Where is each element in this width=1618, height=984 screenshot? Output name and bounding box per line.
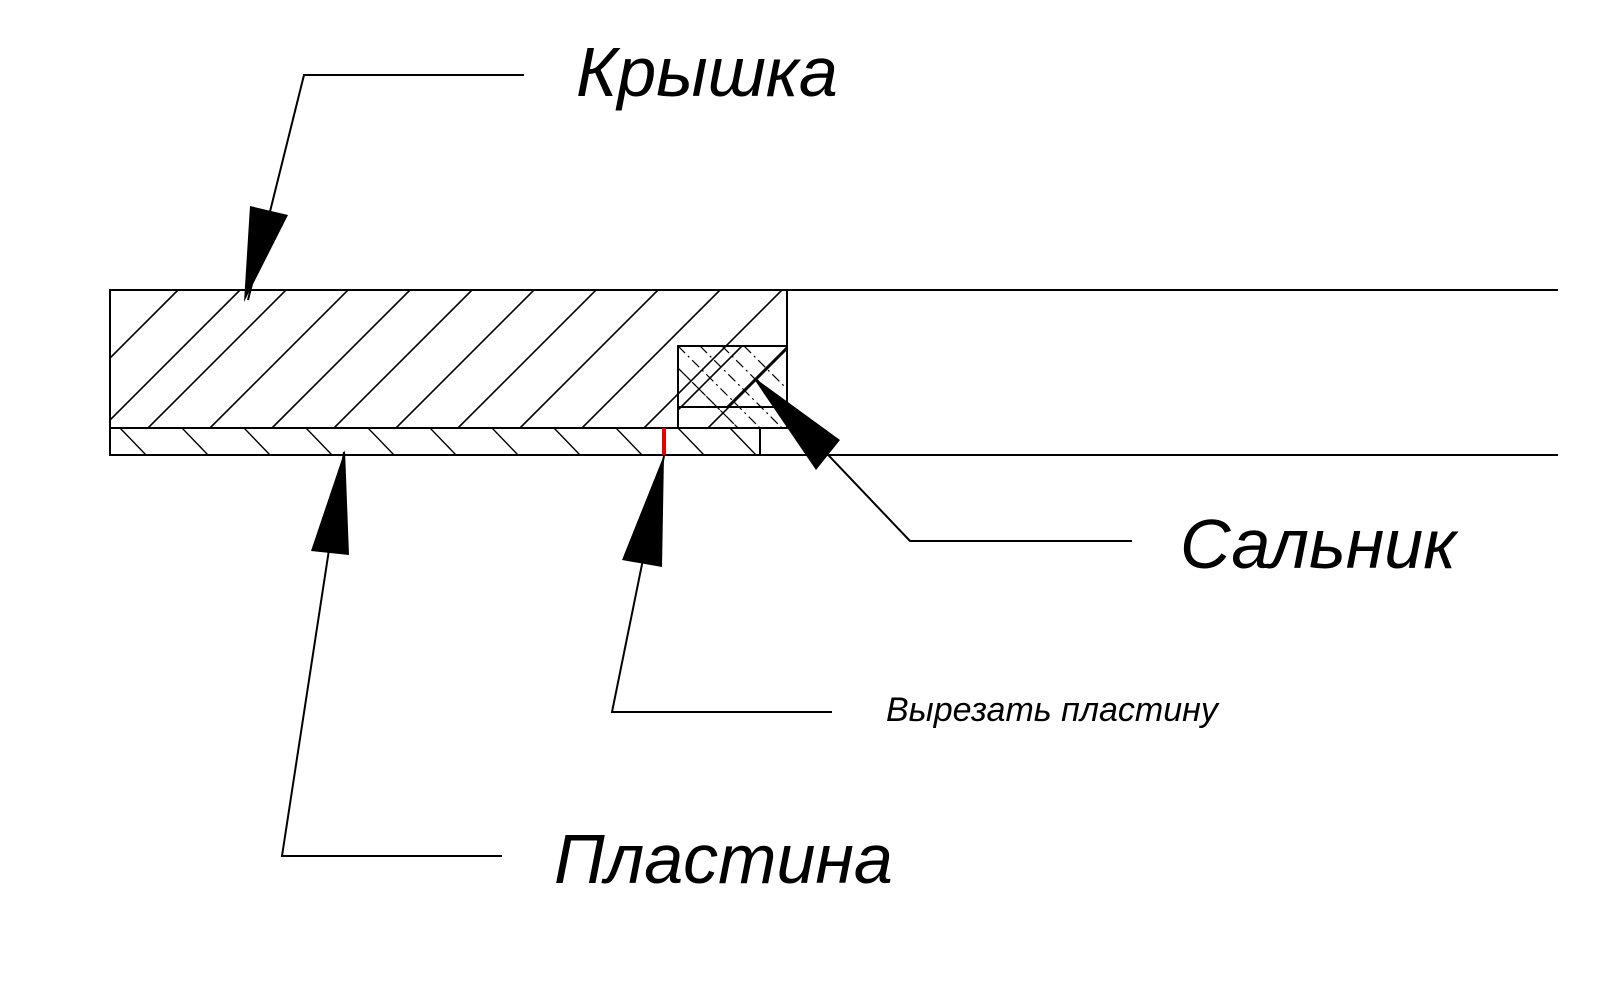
label-cut-note: Вырезать пластину xyxy=(886,691,1220,729)
leader-cut-note xyxy=(610,455,832,713)
outline-extension xyxy=(760,289,1558,456)
leader-gland xyxy=(752,376,1132,542)
leader-plate xyxy=(280,450,502,857)
lid-section xyxy=(109,289,788,429)
plate-section xyxy=(109,427,761,456)
label-gland: Сальник xyxy=(1180,505,1459,583)
label-plate: Пластина xyxy=(554,820,893,898)
gland-section xyxy=(677,345,788,429)
leader-lid xyxy=(244,74,524,302)
label-lid: Крышка xyxy=(576,33,838,111)
